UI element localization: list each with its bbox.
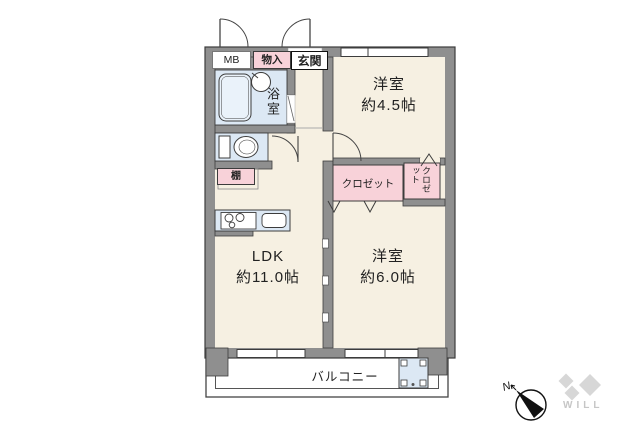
small-closet-label: クロゼット xyxy=(410,166,431,193)
room-45-label: 洋室 約4.5帖 xyxy=(333,74,445,116)
room-45-size: 約4.5帖 xyxy=(361,97,417,114)
bathroom-label: 浴室 xyxy=(265,87,280,117)
doors xyxy=(219,18,362,163)
balcony-label: バルコニー xyxy=(311,370,379,384)
ldk-name: LDK xyxy=(251,248,285,265)
small-closet-box xyxy=(403,153,441,200)
bathtub xyxy=(218,73,252,122)
stove xyxy=(220,212,257,230)
room-60-size: 約6.0帖 xyxy=(360,269,416,286)
shelf-label: 棚 xyxy=(217,168,255,185)
toilet xyxy=(218,135,259,159)
brand-logo-text: WILL xyxy=(563,400,603,411)
compass-north-label: N xyxy=(501,380,512,394)
room-60-name: 洋室 xyxy=(371,248,404,265)
sliding-door-notches xyxy=(322,238,329,323)
ldk-label: LDK 約11.0帖 xyxy=(212,246,324,288)
meter-box-label: MB xyxy=(212,51,251,69)
compass: N xyxy=(501,380,547,421)
water-heater xyxy=(398,357,429,389)
sink xyxy=(261,213,287,228)
room-60-label: 洋室 約6.0帖 xyxy=(331,246,445,288)
room-45-name: 洋室 xyxy=(372,76,405,93)
washbasin xyxy=(251,72,271,92)
closet-label: クロゼット xyxy=(341,178,395,190)
closet-box xyxy=(327,164,404,214)
bathroom-door xyxy=(286,94,296,124)
brand-logo: WILL xyxy=(558,373,603,411)
ldk-size: 約11.0帖 xyxy=(235,269,301,286)
entrance-label: 玄関 xyxy=(291,51,328,70)
storage-label: 物入 xyxy=(253,51,291,69)
